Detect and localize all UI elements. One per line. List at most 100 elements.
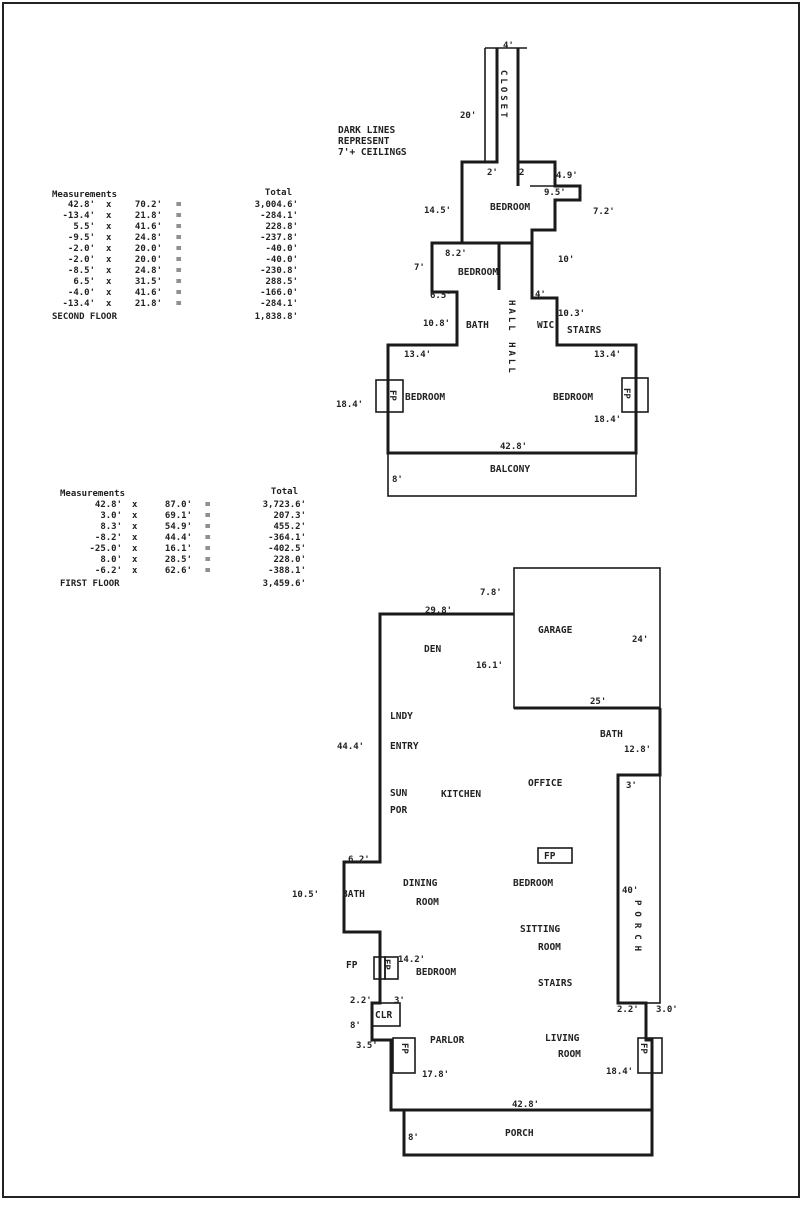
cell-a: 42.8' — [68, 200, 95, 210]
room-sitting: SITTING — [520, 924, 560, 935]
table-row: 8.3' x 54.9' = 455.2' — [100, 522, 306, 532]
dim-label: 6.2' — [348, 855, 370, 865]
cell-b: 62.6' — [165, 566, 192, 576]
dim-label: 20' — [460, 111, 476, 121]
room-living-room: ROOM — [558, 1049, 581, 1060]
dim-label: 14.2' — [398, 955, 425, 965]
fp-small-left-label: FP — [381, 959, 391, 970]
table-row: 42.8' x 87.0' = 3,723.6' — [95, 500, 306, 510]
cell-a: -13.4' — [62, 211, 95, 221]
cell-total: 3,004.6' — [255, 200, 298, 210]
cell-op: x — [132, 555, 138, 565]
room-clr: CLR — [375, 1010, 392, 1021]
dim-label: 29.8' — [425, 606, 452, 616]
cell-b: 24.8' — [135, 233, 162, 243]
dim-label: 42.8' — [512, 1100, 539, 1110]
legend-line-3: 7'+ CEILINGS — [338, 147, 407, 158]
cell-b: 28.5' — [165, 555, 192, 565]
dim-label: 10.3' — [558, 309, 585, 319]
cell-a: -2.0' — [68, 244, 95, 254]
cell-total: -388.1' — [268, 566, 306, 576]
first-floor-total: 3,459.6' — [263, 579, 306, 589]
dim-label: 10' — [558, 255, 574, 265]
dim-label: 8' — [392, 475, 403, 485]
cell-total: -40.0' — [265, 244, 298, 254]
room-bedroom-top: BEDROOM — [490, 202, 530, 213]
cell-a: -2.0' — [68, 255, 95, 265]
fireplace-living — [637, 1037, 663, 1074]
dim-label: 4' — [503, 41, 514, 51]
second-floor-table: Measurements Total 42.8' x 70.2' = 3,004… — [52, 188, 298, 322]
room-office: OFFICE — [528, 778, 563, 789]
dim-label: 25' — [590, 697, 606, 707]
room-stairs: STAIRS — [567, 325, 602, 336]
cell-total: -402.5' — [268, 544, 306, 554]
room-bedroom-right: BEDROOM — [553, 392, 593, 403]
cell-b: 44.4' — [165, 533, 192, 543]
table-row: -8.2' x 44.4' = -364.1' — [95, 533, 306, 543]
fireplace-center — [537, 847, 573, 864]
room-lndy: LNDY — [390, 711, 413, 722]
room-porch-bottom: PORCH — [505, 1128, 534, 1139]
cell-eq: = — [205, 533, 211, 543]
dim-label: 7' — [414, 263, 425, 273]
second-floor-label: SECOND FLOOR — [52, 312, 118, 322]
room-bath: BATH — [466, 320, 489, 331]
dim-label: 18.4' — [336, 400, 363, 410]
dim-label: 7.8' — [480, 588, 502, 598]
fp-left-label: FP — [387, 390, 397, 401]
cell-a: -4.0' — [68, 288, 95, 298]
cell-eq: = — [205, 522, 211, 532]
porch-vertical-label: PORCH — [632, 900, 642, 957]
cell-total: -237.8' — [260, 233, 298, 243]
cell-op: x — [106, 222, 112, 232]
cell-a: 3.0' — [100, 511, 122, 521]
legend-line-1: DARK LINES — [338, 125, 395, 136]
cell-eq: = — [205, 555, 211, 565]
cell-a: 5.5' — [73, 222, 95, 232]
room-garage: GARAGE — [538, 625, 573, 636]
cell-b: 41.6' — [135, 222, 162, 232]
cell-a: -9.5' — [68, 233, 95, 243]
room-dining: DINING — [403, 878, 438, 889]
dim-label: 16.1' — [476, 661, 503, 671]
cell-eq: = — [176, 211, 182, 221]
porch-bottom-outline — [403, 1109, 653, 1156]
dim-label: 3' — [394, 996, 405, 1006]
dim-label: 40' — [622, 886, 638, 896]
cell-op: x — [132, 522, 138, 532]
cell-eq: = — [176, 299, 182, 309]
dim-label: 18.4' — [594, 415, 621, 425]
room-bedroom-left: BEDROOM — [405, 392, 445, 403]
cell-a: -6.2' — [95, 566, 122, 576]
cell-b: 31.5' — [135, 277, 162, 287]
dim-label: 24' — [632, 635, 648, 645]
dim-label: 7.2' — [593, 207, 615, 217]
table-row: -13.4' x 21.8' = -284.1' — [62, 211, 298, 221]
cell-total: 3,723.6' — [263, 500, 306, 510]
cell-op: x — [106, 277, 112, 287]
second-floor-plan: CLOSET HALL HALL FP FP BEDROOM BEDROOM B… — [336, 41, 649, 497]
cell-op: x — [106, 233, 112, 243]
room-wic: WIC — [537, 320, 554, 331]
room-living: LIVING — [545, 1033, 580, 1044]
room-bedroom-mid: BEDROOM — [458, 267, 498, 278]
fp-small-living-label: FP — [638, 1043, 648, 1054]
table-row: -9.5' x 24.8' = -237.8' — [68, 233, 298, 243]
cell-eq: = — [176, 200, 182, 210]
cell-total: 455.2' — [273, 522, 306, 532]
dim-label: 10.8' — [423, 319, 450, 329]
fp-center-label: FP — [544, 851, 556, 862]
cell-b: 21.8' — [135, 299, 162, 309]
dim-label: 10.5' — [292, 890, 319, 900]
table-row: 3.0' x 69.1' = 207.3' — [100, 511, 306, 521]
cell-op: x — [106, 299, 112, 309]
table-row: -2.0' x 20.0' = -40.0' — [68, 244, 298, 254]
cell-a: -25.0' — [89, 544, 122, 554]
table-row: 6.5' x 31.5' = 288.5' — [73, 277, 298, 287]
cell-a: 8.3' — [100, 522, 122, 532]
table-row: -6.2' x 62.6' = -388.1' — [95, 566, 306, 576]
room-sun: SUN — [390, 788, 407, 799]
cell-op: x — [132, 511, 138, 521]
